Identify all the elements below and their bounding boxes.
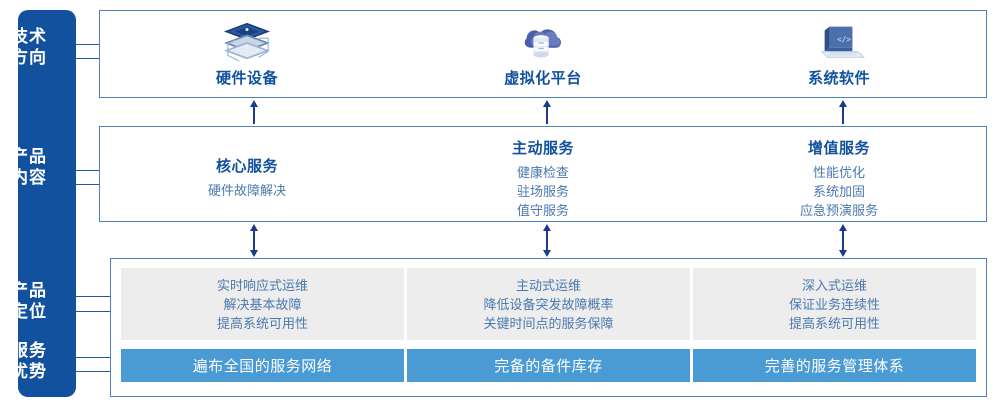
content-column-value-added[interactable]: 增值服务 性能优化 系统加固 应急预演服务 <box>691 126 987 222</box>
positioning-line: 关键时间点的服务保障 <box>483 315 614 331</box>
connector-line <box>76 184 100 185</box>
advantage-bar[interactable]: 完善的服务管理体系 <box>693 349 976 382</box>
content-column-title: 主动服务 <box>511 140 574 157</box>
positioning-box: 主动式运维 降低设备突发故障概率 关键时间点的服务保障 <box>407 268 690 340</box>
positioning-line: 深入式运维 <box>801 277 867 293</box>
positioning-column-1[interactable]: 实时响应式运维 解决基本故障 提高系统可用性 遍布全国的服务网络 <box>121 268 404 387</box>
arrow-up-icon <box>839 100 847 124</box>
sidebar-panel <box>18 10 76 397</box>
content-item: 健康检查 <box>516 165 569 180</box>
content-column-proactive[interactable]: 主动服务 健康检查 驻场服务 值守服务 <box>395 126 691 222</box>
tech-item-label: 虚拟化平台 <box>504 70 582 87</box>
svg-text:</>: </> <box>837 35 851 44</box>
tech-item-label: 系统软件 <box>807 70 870 87</box>
sidebar-label-line2: 内容 <box>11 168 47 187</box>
arrow-updown-icon <box>543 224 551 257</box>
positioning-column-3[interactable]: 深入式运维 保证业务连续性 提高系统可用性 完善的服务管理体系 <box>693 268 976 387</box>
arrow-updown-icon <box>839 224 847 257</box>
content-item: 系统加固 <box>812 184 865 199</box>
positioning-line: 提高系统可用性 <box>216 315 308 331</box>
arrow-up-icon <box>543 100 551 124</box>
sidebar-label-line1: 产品 <box>11 147 47 166</box>
positioning-line: 降低设备突发故障概率 <box>483 296 614 312</box>
sidebar-label-line1: 服务 <box>11 341 47 360</box>
positioning-grid: 实时响应式运维 解决基本故障 提高系统可用性 遍布全国的服务网络 主动式运维 降… <box>111 259 986 396</box>
connector-line <box>76 58 100 59</box>
connector-line <box>76 311 111 312</box>
sidebar-label-line2: 定位 <box>11 302 47 321</box>
positioning-line: 实时响应式运维 <box>216 277 308 293</box>
content-item: 硬件故障解决 <box>207 183 286 198</box>
positioning-line: 解决基本故障 <box>223 296 302 312</box>
sidebar-label-line2: 优势 <box>11 362 47 381</box>
positioning-box: 深入式运维 保证业务连续性 提高系统可用性 <box>693 268 976 340</box>
positioning-box: 实时响应式运维 解决基本故障 提高系统可用性 <box>121 268 404 340</box>
content-column-title: 增值服务 <box>807 140 870 157</box>
sidebar-item-service-advantage[interactable]: 服务 优势 <box>0 340 58 382</box>
content-item: 应急预演服务 <box>799 203 878 218</box>
laptop-code-icon: </> <box>820 26 866 58</box>
content-row: 核心服务 硬件故障解决 主动服务 健康检查 驻场服务 值守服务 增值服务 性能优… <box>99 126 987 222</box>
connector-line <box>76 296 111 297</box>
sidebar-item-product-position[interactable]: 产品 定位 <box>0 280 58 322</box>
tech-item-system-software[interactable]: </> 系统软件 <box>691 10 987 98</box>
connector-line <box>76 170 100 171</box>
sidebar-item-product-content[interactable]: 产品 内容 <box>0 146 58 188</box>
arrow-up-icon <box>250 100 258 124</box>
sidebar-item-tech-direction[interactable]: 技术 方向 <box>0 26 58 68</box>
positioning-line: 主动式运维 <box>515 277 581 293</box>
connector-line <box>76 371 111 372</box>
positioning-line: 提高系统可用性 <box>788 315 880 331</box>
content-item: 驻场服务 <box>516 184 569 199</box>
content-item: 性能优化 <box>812 165 865 180</box>
connector-line <box>76 357 111 358</box>
sidebar-label-line1: 产品 <box>11 281 47 300</box>
tech-item-virtualization[interactable]: 虚拟化平台 <box>395 10 691 98</box>
content-item: 值守服务 <box>516 203 569 218</box>
server-stack-icon <box>224 22 270 62</box>
sidebar-label-line1: 技术 <box>11 27 47 46</box>
content-panel <box>99 126 987 222</box>
cloud-database-icon <box>524 29 561 58</box>
advantage-bar[interactable]: 遍布全国的服务网络 <box>121 349 404 382</box>
positioning-column-2[interactable]: 主动式运维 降低设备突发故障概率 关键时间点的服务保障 完备的备件库存 <box>407 268 690 387</box>
tech-item-label: 硬件设备 <box>215 70 278 87</box>
arrow-updown-icon <box>250 224 258 257</box>
tech-row: 硬件设备 虚拟化平台 </> <box>99 10 987 98</box>
content-column-core[interactable]: 核心服务 硬件故障解决 <box>99 126 395 222</box>
advantage-bar[interactable]: 完备的备件库存 <box>407 349 690 382</box>
positioning-line: 保证业务连续性 <box>788 296 880 312</box>
tech-item-hardware[interactable]: 硬件设备 <box>99 10 395 98</box>
content-column-title: 核心服务 <box>215 158 278 175</box>
sidebar-label-line2: 方向 <box>11 48 47 67</box>
positioning-panel: 实时响应式运维 解决基本故障 提高系统可用性 遍布全国的服务网络 主动式运维 降… <box>110 258 987 397</box>
connector-line <box>76 44 100 45</box>
